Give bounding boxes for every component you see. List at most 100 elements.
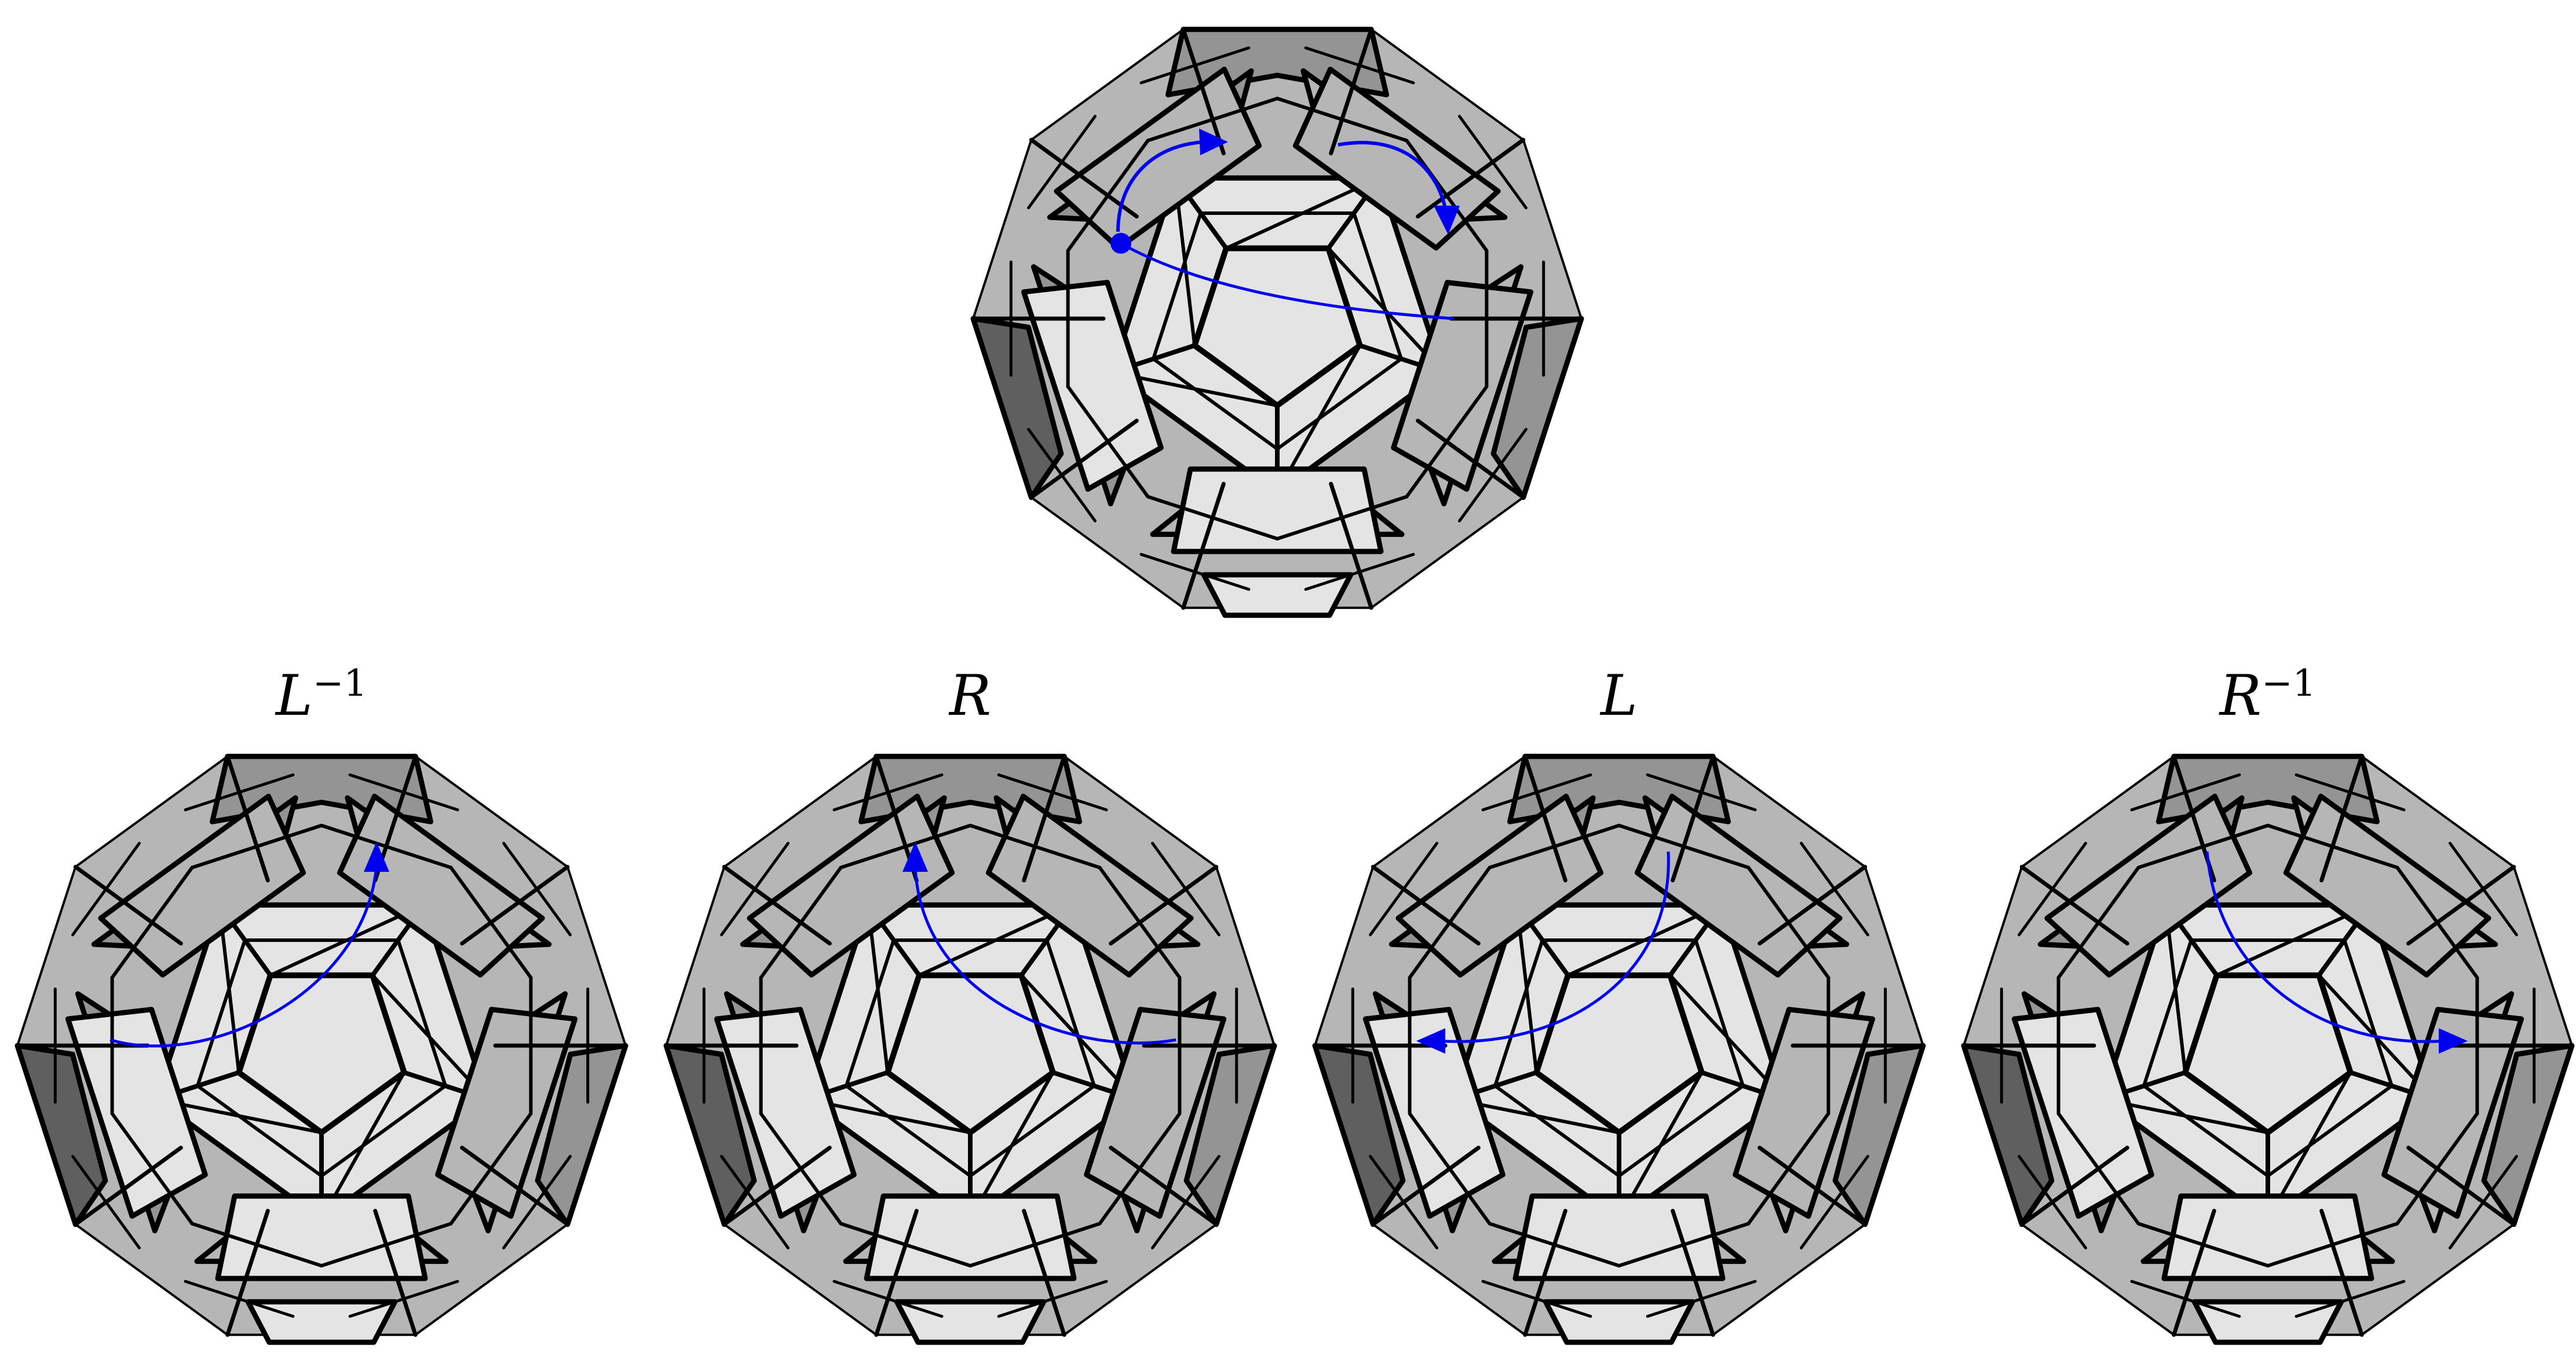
puzzle-body — [1961, 754, 2575, 1345]
arrowhead-right-arc — [1434, 206, 1460, 235]
move-letter: L — [1601, 663, 1638, 728]
lower-facet — [2161, 1193, 2374, 1281]
arrowhead — [364, 842, 389, 872]
puzzle-panel-r: R — [655, 664, 1286, 1370]
move-letter: R — [949, 663, 992, 728]
arc-edge — [190, 1222, 323, 1267]
lower-facet — [1021, 280, 1164, 492]
radial-edge — [2406, 1145, 2516, 1227]
inner-pentagon — [2182, 972, 2354, 1135]
move-label-r-inverse: R−1 — [1952, 652, 2576, 728]
ring-edge — [196, 938, 247, 1088]
arc-edge — [832, 1280, 944, 1318]
ring-edge — [2266, 1084, 2394, 1178]
arc-edge — [1800, 1155, 1869, 1250]
arc-edge — [1746, 865, 1830, 980]
arc-edge — [1369, 1155, 1438, 1250]
radial-edge — [225, 754, 270, 883]
radial-edge — [373, 1208, 418, 1337]
arc-edge — [184, 773, 295, 812]
arc-edge — [1369, 842, 1438, 937]
arc-edge — [1098, 1112, 1182, 1226]
arc-edge — [1304, 553, 1415, 591]
arc-edge — [1458, 428, 1528, 523]
arc-edge — [1646, 1280, 1757, 1318]
ring-edge — [2142, 938, 2193, 1088]
arc-edge — [2130, 773, 2241, 812]
arc-edge — [71, 842, 141, 937]
radial-edge — [73, 1145, 183, 1227]
arc-edge — [2294, 1280, 2406, 1318]
arc-edge — [2266, 824, 2399, 870]
radial-edge — [1416, 137, 1526, 219]
radial-edge — [1757, 864, 1868, 946]
radial-edge — [73, 864, 183, 946]
puzzle-panel-r-inverse: R−1 — [1952, 662, 2576, 1370]
arc-edge — [1481, 1280, 1592, 1318]
arc-edge — [759, 1112, 843, 1226]
lower-facet — [747, 794, 955, 978]
arrowhead-left-arc — [1199, 129, 1228, 155]
ring-edge — [1276, 357, 1403, 451]
lower-facet — [98, 794, 306, 978]
radial-edge — [460, 1145, 570, 1227]
ring-edge — [2343, 938, 2394, 1088]
arc-edge — [1800, 842, 1869, 937]
arc-edge — [997, 773, 1108, 812]
arrowhead — [902, 842, 928, 872]
arc-edge — [190, 824, 323, 870]
rotation-arrow — [109, 865, 378, 1048]
arc-edge — [2395, 1112, 2479, 1226]
arc-edge — [2136, 1222, 2270, 1267]
arc-edge — [2136, 824, 2270, 870]
arc-edge — [997, 1280, 1108, 1318]
arc-edge — [1146, 495, 1279, 540]
inner-pentagon — [236, 972, 407, 1135]
ring-edge — [845, 938, 896, 1088]
arc-edge — [2130, 1280, 2241, 1318]
lower-facet — [1634, 794, 1843, 978]
lower-facet — [1512, 1193, 1726, 1281]
move-label-l-inverse: L−1 — [6, 652, 637, 728]
radial-edge — [1029, 418, 1139, 500]
ring-edge — [1617, 1084, 1745, 1178]
lower-facet — [1084, 1007, 1227, 1219]
ring-edge — [320, 1084, 447, 1178]
arc-edge — [320, 824, 453, 870]
lower-facet — [65, 1007, 208, 1219]
radial-edge — [225, 1208, 270, 1337]
lower-facet — [2011, 1007, 2154, 1219]
radial-edge — [2019, 864, 2129, 946]
arc-edge — [71, 1155, 141, 1250]
arc-edge — [1617, 824, 1751, 870]
radial-edge — [722, 864, 832, 946]
arc-edge — [969, 824, 1102, 870]
ring-edge — [2142, 1084, 2270, 1178]
arc-edge — [2395, 865, 2479, 980]
ring-edge — [1493, 938, 1544, 1088]
arc-edge — [348, 1280, 459, 1318]
move-exponent: −1 — [2261, 662, 2316, 705]
lower-facet — [2044, 794, 2253, 978]
arc-edge — [720, 842, 790, 937]
radial-edge — [1757, 1145, 1868, 1227]
move-label-r: R — [655, 652, 1286, 728]
rotation-arrows — [109, 842, 389, 1048]
radial-edge — [1329, 27, 1373, 156]
arc-edge — [1098, 865, 1182, 980]
puzzle-figure-r — [663, 754, 1277, 1345]
arc-edge — [2449, 1155, 2518, 1250]
ring-edge — [1694, 938, 1745, 1088]
arc-edge — [449, 865, 533, 980]
radial-edge — [722, 1145, 832, 1227]
lower-facet — [1362, 1007, 1506, 1219]
lower-facet — [985, 794, 1194, 978]
arrowhead — [2439, 1028, 2468, 1054]
arc-edge — [1408, 1112, 1492, 1226]
connector-curve — [1120, 242, 1455, 320]
radial-edge — [1671, 754, 1715, 883]
arc-edge — [1481, 773, 1592, 812]
ring-edge — [845, 1084, 972, 1178]
radial-edge — [2406, 864, 2516, 946]
arc-edge — [1066, 385, 1150, 499]
